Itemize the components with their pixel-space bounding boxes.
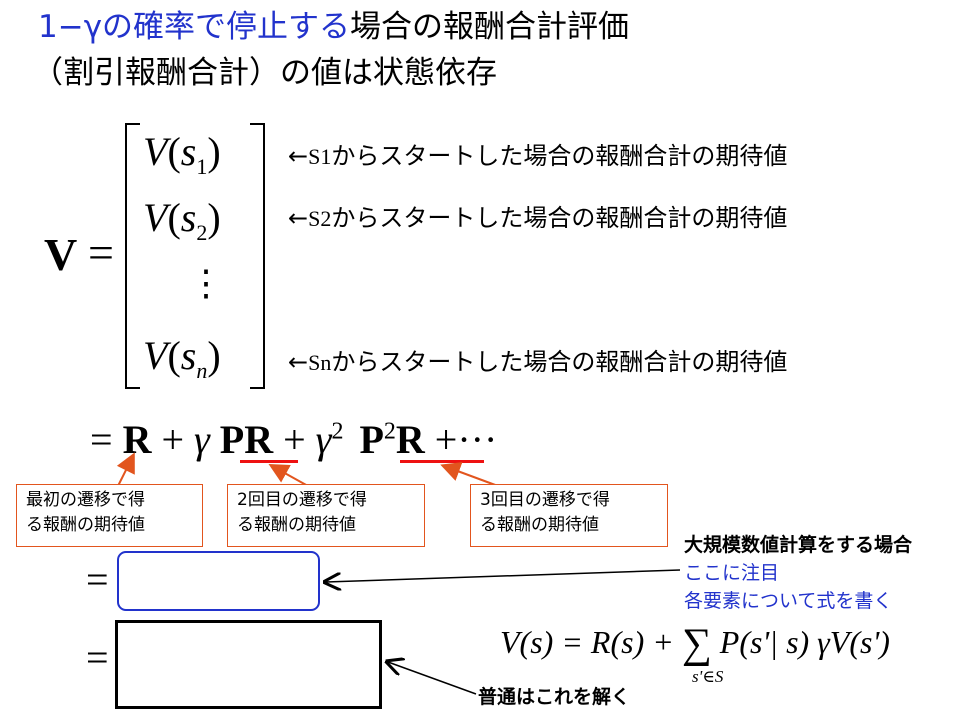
- label-large-scale: 大規模数値計算をする場合: [684, 534, 913, 556]
- callout-third-transition: 3回目の遷移で得 る報酬の期待値: [470, 484, 668, 547]
- equals-sign-1: =: [88, 227, 114, 278]
- bellman-sum-subscript: s'∈S: [692, 667, 724, 686]
- label-focus-here: ここに注目: [684, 562, 780, 584]
- label-write-each: 各要素について式を書く: [684, 590, 893, 612]
- series-expansion: = R + γ PR + γ2 P2R +···: [90, 417, 498, 462]
- matrix-solve-box: [115, 620, 382, 709]
- title-highlight: 1−γの確率で停止する: [38, 9, 351, 45]
- vdots: ⋮: [188, 263, 224, 303]
- entry-V-s2: V(s2): [143, 195, 221, 245]
- note-row-n: ←Snからスタートした場合の報酬合計の期待値: [288, 348, 788, 376]
- matrix-brackets: [125, 123, 265, 389]
- title-rest: 場合の報酬合計評価: [350, 9, 630, 45]
- page-subtitle: （割引報酬合計）の値は状態依存: [32, 55, 497, 91]
- label-usually-solve: 普通はこれを解く: [478, 686, 631, 708]
- element-wise-box: [117, 551, 320, 611]
- callout-first-transition: 最初の遷移で得 る報酬の期待値: [16, 484, 203, 547]
- entry-V-sn: V(sn): [143, 333, 221, 383]
- callout-second-transition: 2回目の遷移で得 る報酬の期待値: [227, 484, 425, 547]
- equals-sign-3: =: [86, 635, 109, 680]
- underline-PR: [240, 460, 298, 463]
- vector-V: V: [44, 229, 78, 280]
- note-row-1: ←S1からスタートした場合の報酬合計の期待値: [288, 142, 788, 170]
- entry-V-s1: V(s1): [143, 129, 221, 179]
- underline-P2R: [400, 460, 484, 463]
- bellman-equation: V(s) = R(s) + ∑ P(s'| s) γV(s'): [500, 621, 890, 667]
- page-title: 1−γの確率で停止する場合の報酬合計評価: [38, 8, 629, 46]
- note-row-2: ←S2からスタートした場合の報酬合計の期待値: [288, 204, 788, 232]
- equals-sign-2: =: [86, 557, 109, 602]
